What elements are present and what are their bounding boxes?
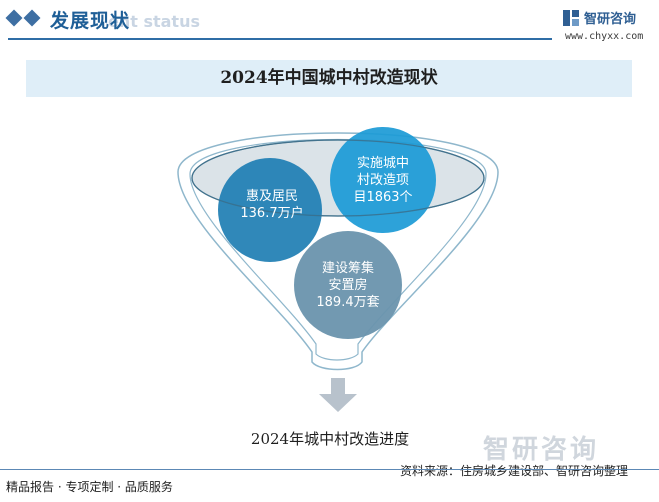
diagram-caption: 2024年城中村改造进度 bbox=[250, 430, 410, 448]
diagram-title: 2024年中国城中村改造现状 bbox=[220, 68, 438, 88]
footer-tagline: 精品报告 · 专项定制 · 品质服务 bbox=[6, 480, 173, 494]
circle-housing bbox=[294, 231, 402, 339]
circle-residents bbox=[218, 158, 322, 262]
circle-residents-label: 惠及居民 136.7万户 bbox=[223, 188, 321, 222]
circle-projects-line: 村改造项 bbox=[356, 173, 409, 188]
funnel-mouth-rim bbox=[191, 139, 485, 217]
footer-divider bbox=[0, 469, 659, 470]
header-divider bbox=[8, 38, 552, 40]
logo-url: www.chyxx.com bbox=[565, 31, 644, 42]
circle-projects-label: 实施城中 村改造项 目1863个 bbox=[335, 155, 431, 206]
logo-name: 智研咨询 bbox=[584, 12, 637, 27]
down-arrow-icon bbox=[319, 378, 357, 412]
watermark-logo-text: 智研咨询 bbox=[483, 435, 600, 465]
circle-projects bbox=[330, 127, 436, 233]
circle-housing-label: 建设筹集 安置房 189.4万套 bbox=[294, 260, 402, 311]
circle-residents-line: 136.7万户 bbox=[240, 206, 304, 221]
circle-projects-line: 目1863个 bbox=[353, 190, 413, 205]
circle-projects-line: 实施城中 bbox=[356, 156, 409, 171]
circle-residents-line: 惠及居民 bbox=[245, 189, 298, 204]
header-english-watermark: ent status bbox=[108, 12, 200, 31]
circle-housing-line: 189.4万套 bbox=[316, 295, 380, 310]
circle-housing-line: 安置房 bbox=[328, 278, 368, 293]
title-band bbox=[26, 60, 632, 97]
source-note: 资料来源：住房城乡建设部、智研咨询整理 bbox=[400, 464, 629, 478]
circle-housing-line: 建设筹集 bbox=[321, 261, 374, 276]
logo-icon bbox=[563, 10, 579, 26]
section-title: 发展现状 bbox=[50, 10, 131, 32]
